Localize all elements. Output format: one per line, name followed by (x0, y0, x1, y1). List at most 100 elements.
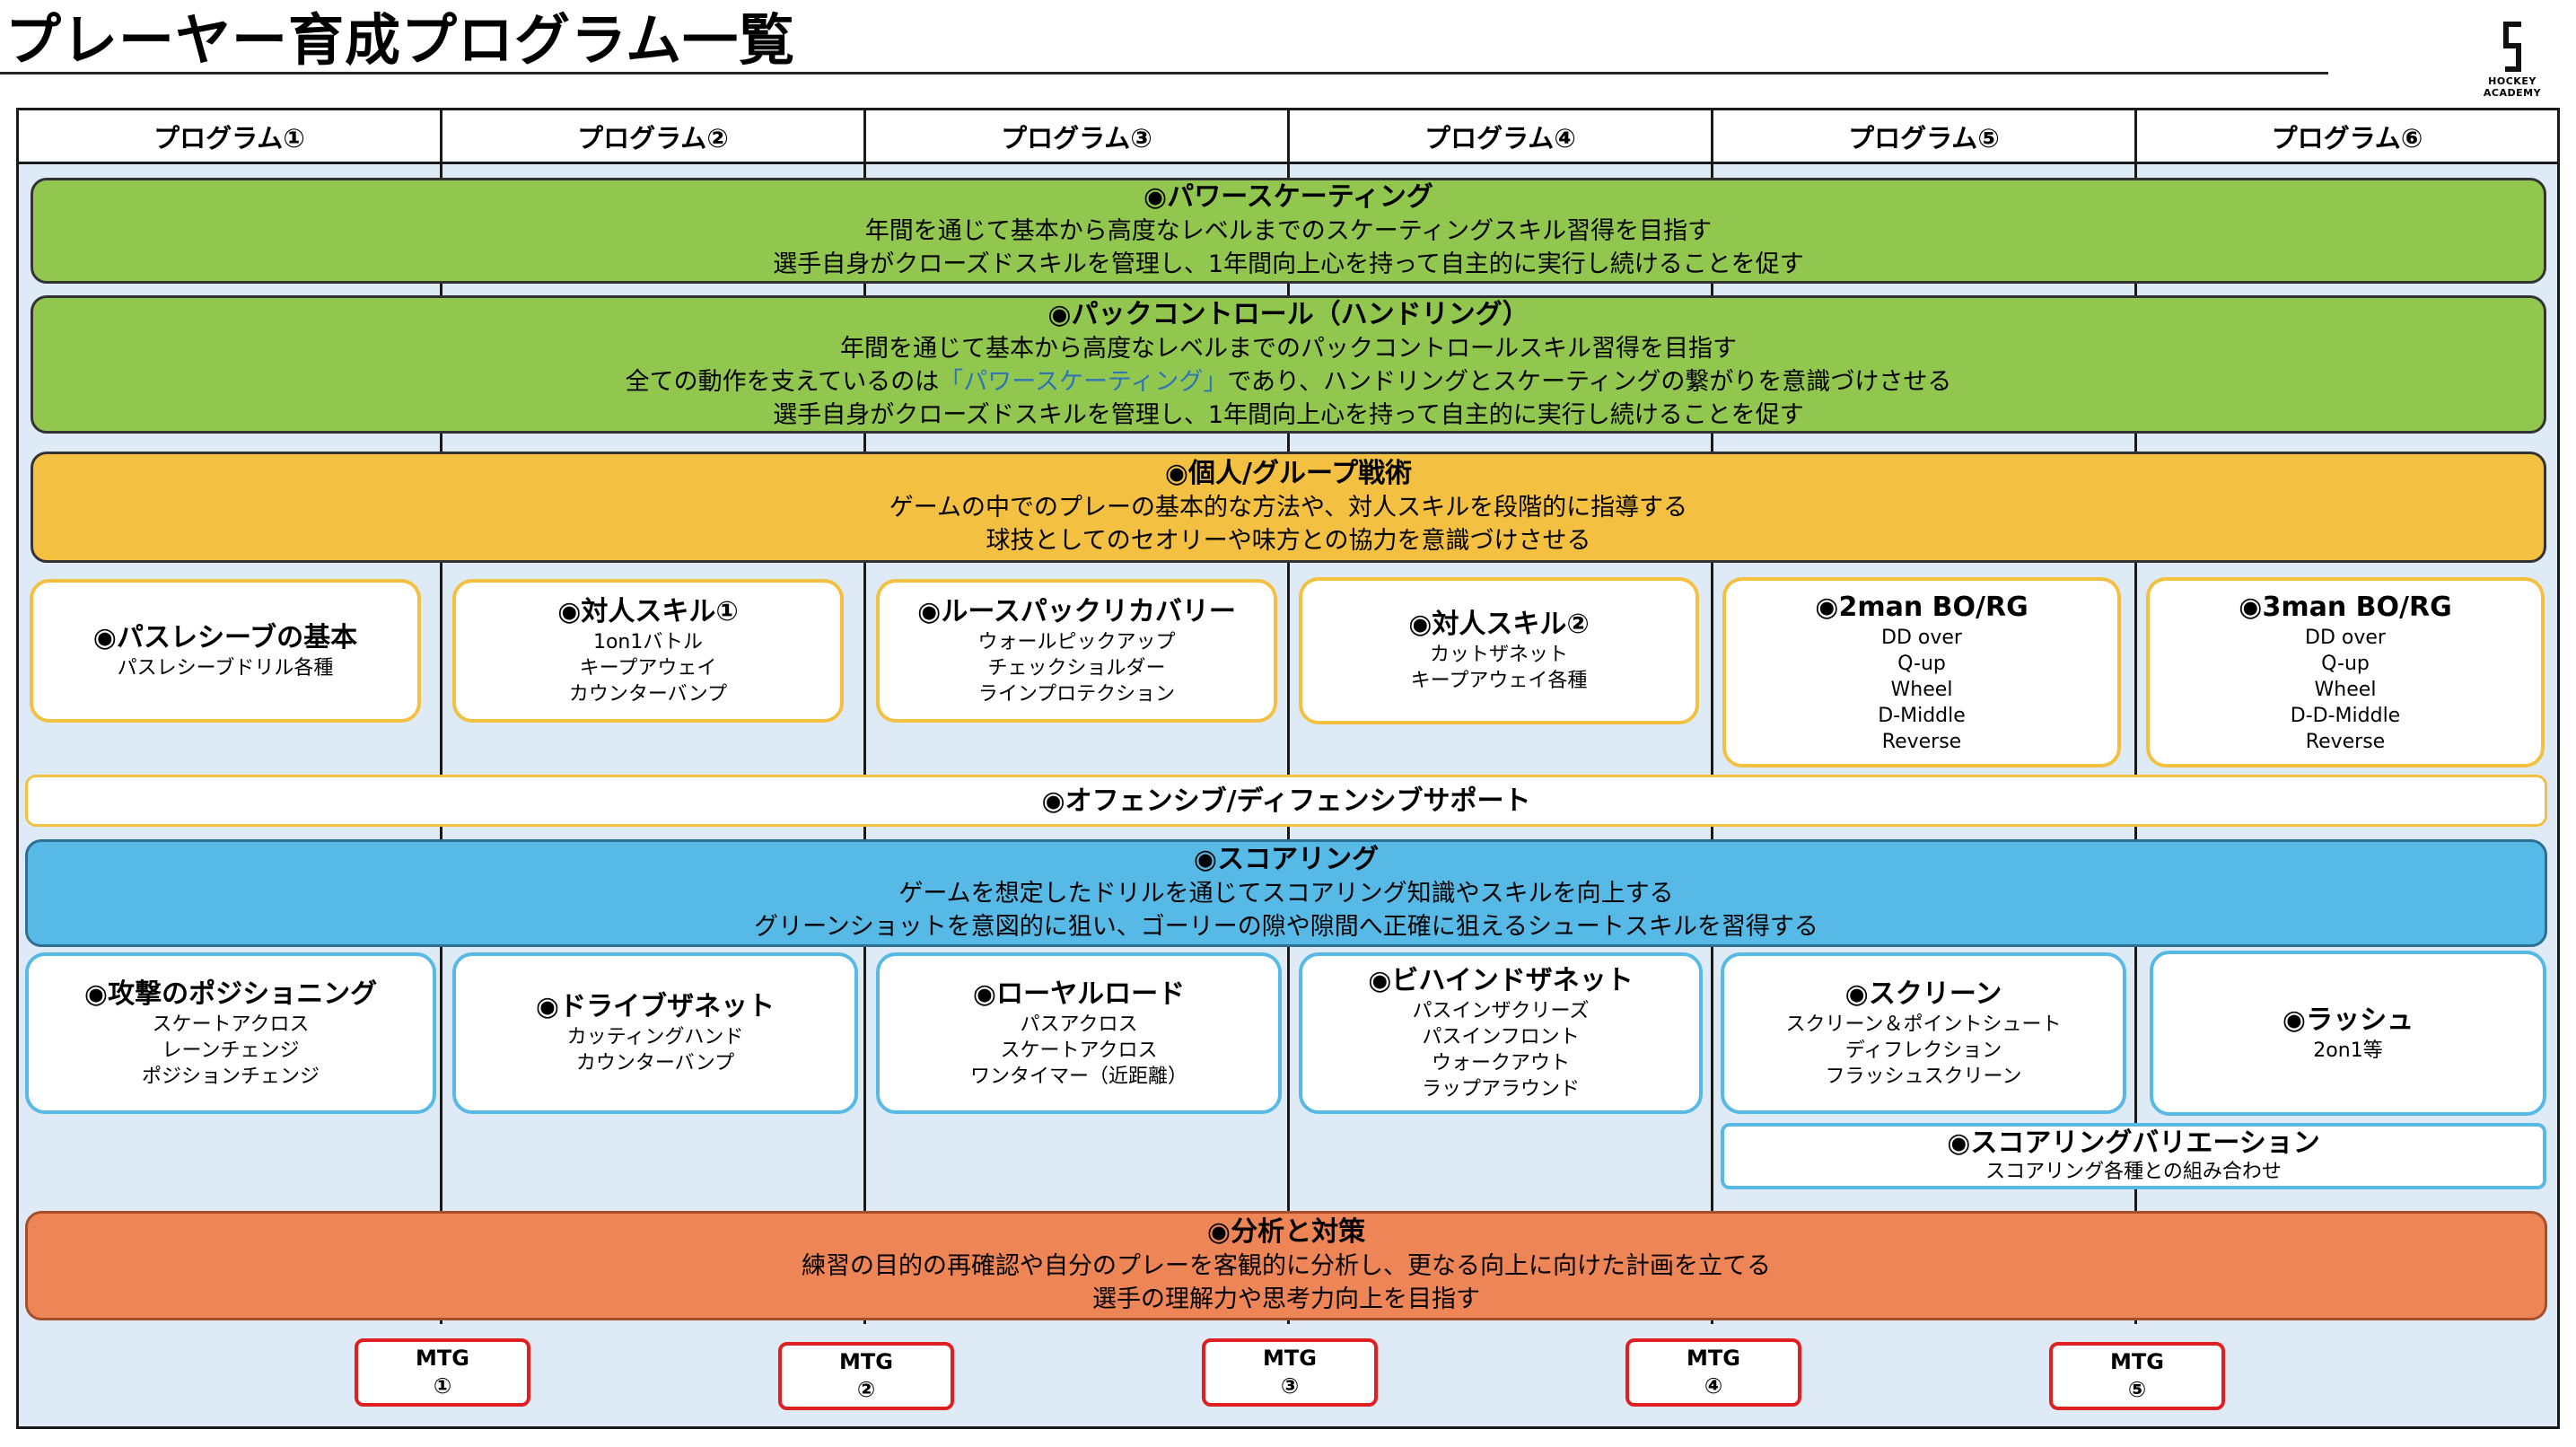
tactics-card-6-title: ◉3man BO/RG (2239, 591, 2452, 623)
puck-control-band: ◉パックコントロール（ハンドリング） 年間を通じて基本から高度なレベルまでのパッ… (31, 295, 2546, 434)
tactics-desc-2: 球技としてのセオリーや味方との協力を意識づけさせる (986, 527, 1591, 555)
power-skating-title: ◉パワースケーティング (1143, 181, 1433, 213)
mtg-number: ⑤ (2127, 1377, 2147, 1402)
tactics-card-3: ◉ルースパックリカバリー ウォールピックアップ チェックショルダー ラインプロテ… (876, 579, 1277, 723)
column-header-2: プログラム② (442, 110, 866, 164)
title-divider (0, 72, 2328, 75)
logo-text: HOCKEY ACADEMY (2483, 75, 2542, 99)
program-table: プログラム① プログラム② プログラム③ プログラム④ プログラム⑤ プログラム… (16, 108, 2560, 1429)
scoring-variation-box: ◉スコアリングバリエーション スコアリング各種との組み合わせ (1721, 1123, 2546, 1189)
tactics-card-5-item: Reverse (1881, 730, 1962, 753)
scoring-card-4-item: ラップアラウンド (1421, 1078, 1580, 1101)
puck-control-desc-3: 選手自身がクローズドスキルを管理し、1年間向上心を持って自主的に実行し続けること… (773, 400, 1804, 429)
column-header-5: プログラム⑤ (1713, 110, 2137, 164)
column-divider (2134, 164, 2137, 1324)
scoring-card-3-item: パスアクロス (1020, 1013, 1138, 1036)
tactics-card-6-item: Q-up (2321, 652, 2370, 675)
analysis-band: ◉分析と対策 練習の目的の再確認や自分のプレーを客観的に分析し、更なる向上に向け… (25, 1211, 2547, 1320)
scoring-desc-2: グリーンショットを意図的に狙い、ゴーリーの隙や隙間へ正確に狙えるシュートスキルを… (754, 913, 1818, 941)
scoring-title: ◉スコアリング (1193, 844, 1380, 875)
scoring-card-2-item: カウンターバンプ (575, 1052, 735, 1074)
scoring-card-5-item: ディフレクション (1844, 1039, 2002, 1062)
power-skating-desc-1: 年間を通じて基本から高度なレベルまでのスケーティングスキル習得を目指す (864, 217, 1713, 245)
column-header-3: プログラム③ (866, 110, 1290, 164)
analysis-title: ◉分析と対策 (1206, 1216, 1366, 1248)
scoring-card-2: ◉ドライブザネット カッティングハンド カウンターバンプ (452, 952, 858, 1114)
support-band: ◉オフェンシブ/ディフェンシブサポート (25, 775, 2547, 827)
tactics-card-4-item: キープアウェイ各種 (1410, 670, 1588, 692)
tactics-card-3-title: ◉ルースパックリカバリー (917, 595, 1236, 627)
scoring-card-4-title: ◉ビハインドザネット (1368, 965, 1634, 996)
scoring-card-3: ◉ローヤルロード パスアクロス スケートアクロス ワンタイマー（近距離） (876, 952, 1282, 1114)
mtg-number: ① (433, 1373, 452, 1399)
tactics-title: ◉個人/グループ戦術 (1164, 458, 1413, 489)
tactics-card-2-item: キープアウェイ (579, 656, 717, 680)
scoring-card-6-item: 2on1等 (2313, 1039, 2383, 1062)
scoring-variation-title: ◉スコアリングバリエーション (1947, 1127, 2320, 1159)
scoring-card-1-item: ポジションチェンジ (141, 1065, 320, 1088)
scoring-card-5-title: ◉スクリーン (1844, 978, 2002, 1010)
mtg-number: ③ (1280, 1373, 1300, 1399)
tactics-card-5-title: ◉2man BO/RG (1815, 591, 2028, 623)
tactics-card-5: ◉2man BO/RG DD over Q-up Wheel D-Middle … (1722, 577, 2121, 767)
tactics-card-5-item: Wheel (1890, 678, 1953, 701)
power-skating-band: ◉パワースケーティング 年間を通じて基本から高度なレベルまでのスケーティングスキ… (31, 178, 2546, 284)
power-skating-desc-2: 選手自身がクローズドスキルを管理し、1年間向上心を持って自主的に実行し続けること… (773, 250, 1804, 278)
puck-control-title: ◉パックコントロール（ハンドリング） (1047, 298, 1529, 330)
mtg-box-5: MTG ⑤ (2049, 1342, 2225, 1410)
scoring-variation-desc: スコアリング各種との組み合わせ (1985, 1160, 2282, 1183)
puck-control-desc-2-post: であり、ハンドリングとスケーティングの繋がりを意識づけさせる (1227, 367, 1952, 396)
tactics-card-3-item: ウォールピックアップ (977, 630, 1176, 653)
tactics-card-1: ◉パスレシーブの基本 パスレシーブドリル各種 (30, 579, 421, 723)
tactics-card-6: ◉3man BO/RG DD over Q-up Wheel D-D-Middl… (2146, 577, 2545, 767)
scoring-card-1-item: スケートアクロス (152, 1013, 310, 1036)
tactics-card-6-item: Reverse (2305, 730, 2386, 753)
scoring-card-1: ◉攻撃のポジショニング スケートアクロス レーンチェンジ ポジションチェンジ (25, 952, 436, 1114)
column-header-4: プログラム④ (1290, 110, 1713, 164)
tactics-desc-1: ゲームの中でのプレーの基本的な方法や、対人スキルを段階的に指導する (889, 494, 1688, 522)
mtg-box-2: MTG ② (778, 1342, 954, 1410)
tactics-card-2-item: 1on1バトル (592, 630, 704, 653)
column-divider (863, 164, 866, 1324)
scoring-card-4-item: パスインザクリーズ (1412, 1000, 1590, 1022)
tactics-card-5-item: D-Middle (1878, 704, 1966, 727)
scoring-card-6: ◉ラッシュ 2on1等 (2150, 951, 2546, 1116)
logo-mark-icon (2503, 22, 2521, 72)
column-divider (1287, 164, 1290, 1324)
mtg-label: MTG (839, 1349, 893, 1374)
scoring-card-3-item: スケートアクロス (1000, 1039, 1158, 1062)
column-header-1: プログラム① (19, 110, 442, 164)
tactics-card-4: ◉対人スキル② カットザネット キープアウェイ各種 (1299, 577, 1699, 724)
scoring-card-4: ◉ビハインドザネット パスインザクリーズ パスインフロント ウォークアウト ラッ… (1299, 952, 1703, 1114)
hockey-academy-logo: HOCKEY ACADEMY (2463, 20, 2562, 99)
tactics-card-6-item: D-D-Middle (2290, 704, 2401, 727)
mtg-number: ② (856, 1377, 876, 1402)
mtg-number: ④ (1704, 1373, 1723, 1399)
analysis-desc-1: 練習の目的の再確認や自分のプレーを客観的に分析し、更なる向上に向けた計画を立てる (802, 1252, 1771, 1280)
mtg-box-1: MTG ① (355, 1338, 530, 1407)
mtg-label: MTG (1687, 1346, 1740, 1371)
puck-control-desc-1: 年間を通じて基本から高度なレベルまでのパックコントロールスキル習得を目指す (840, 334, 1737, 363)
scoring-desc-1: ゲームを想定したドリルを通じてスコアリング知識やスキルを向上する (898, 880, 1674, 908)
puck-control-desc-2-pre: 全ての動作を支えているのは (625, 367, 940, 396)
tactics-card-1-item: パスレシーブドリル各種 (117, 656, 334, 680)
scoring-card-3-item: ワンタイマー（近距離） (969, 1065, 1187, 1088)
column-divider (1711, 164, 1713, 1324)
tactics-card-1-title: ◉パスレシーブの基本 (92, 621, 358, 653)
tactics-card-3-item: ラインプロテクション (977, 682, 1176, 706)
scoring-band: ◉スコアリング ゲームを想定したドリルを通じてスコアリング知識やスキルを向上する… (25, 839, 2547, 947)
tactics-card-4-title: ◉対人スキル② (1408, 609, 1590, 640)
page-title: プレーヤー育成プログラム一覧 (5, 7, 796, 73)
scoring-card-5: ◉スクリーン スクリーン＆ポイントシュート ディフレクション フラッシュスクリー… (1721, 952, 2126, 1114)
scoring-card-6-title: ◉ラッシュ (2282, 1004, 2414, 1036)
column-divider (440, 164, 442, 1324)
mtg-label: MTG (1263, 1346, 1317, 1371)
scoring-card-1-title: ◉攻撃のポジショニング (83, 978, 378, 1010)
tactics-card-6-item: Wheel (2314, 678, 2377, 701)
scoring-card-2-title: ◉ドライブザネット (535, 991, 775, 1022)
mtg-label: MTG (2110, 1349, 2164, 1374)
tactics-band: ◉個人/グループ戦術 ゲームの中でのプレーの基本的な方法や、対人スキルを段階的に… (31, 452, 2546, 563)
mtg-label: MTG (416, 1346, 469, 1371)
power-skating-highlight: 「パワースケーティング」 (939, 367, 1228, 396)
scoring-card-2-item: カッティングハンド (566, 1026, 744, 1048)
